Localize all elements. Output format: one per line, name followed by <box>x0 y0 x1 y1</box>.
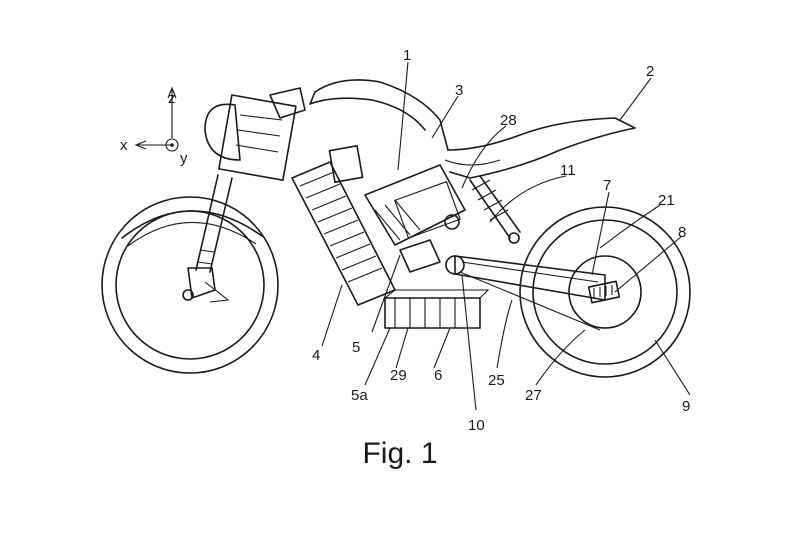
axis-label-x: x <box>120 137 128 154</box>
z-arrowhead <box>167 86 177 99</box>
ref-5a: 5a <box>351 387 368 404</box>
ref-29: 29 <box>390 367 407 384</box>
drive-unit <box>364 164 466 273</box>
rear-wheel <box>519 206 691 378</box>
ref-11: 11 <box>560 162 576 179</box>
front-fender <box>121 210 263 239</box>
y-axis-dot <box>170 143 174 147</box>
ref-4: 4 <box>312 347 320 364</box>
axis-label-y: y <box>180 150 188 167</box>
figure-caption: Fig. 1 <box>362 437 438 470</box>
x-arrowhead <box>134 140 147 150</box>
ref-7: 7 <box>603 177 611 194</box>
axis-label-z: z <box>168 90 176 107</box>
power-electronics-box <box>384 289 490 329</box>
battery-pack <box>291 145 396 306</box>
ref-28: 28 <box>500 112 517 129</box>
ref-1: 1 <box>403 47 411 64</box>
rear-shock <box>469 175 521 244</box>
ref-9: 9 <box>682 398 690 415</box>
ref-21: 21 <box>658 192 675 209</box>
ref-6: 6 <box>434 367 442 384</box>
y-axis-symbol <box>165 138 179 152</box>
headlight-assembly <box>204 87 306 181</box>
coordinate-system: z x y <box>120 86 188 167</box>
front-wheel <box>101 196 279 374</box>
ref-25: 25 <box>488 372 505 389</box>
ref-27: 27 <box>525 387 542 404</box>
drive-belt <box>459 271 601 331</box>
ref-2: 2 <box>646 63 654 80</box>
ref-10: 10 <box>468 417 485 434</box>
ref-5: 5 <box>352 339 360 356</box>
ref-3: 3 <box>455 82 463 99</box>
ref-8: 8 <box>678 224 686 241</box>
reference-numerals: 1 2 3 4 5 5a 6 7 8 9 10 11 21 25 27 28 2… <box>312 47 690 434</box>
front-fork <box>182 174 233 303</box>
seat-and-rear-fender <box>309 79 636 179</box>
leader-lines <box>321 61 691 411</box>
